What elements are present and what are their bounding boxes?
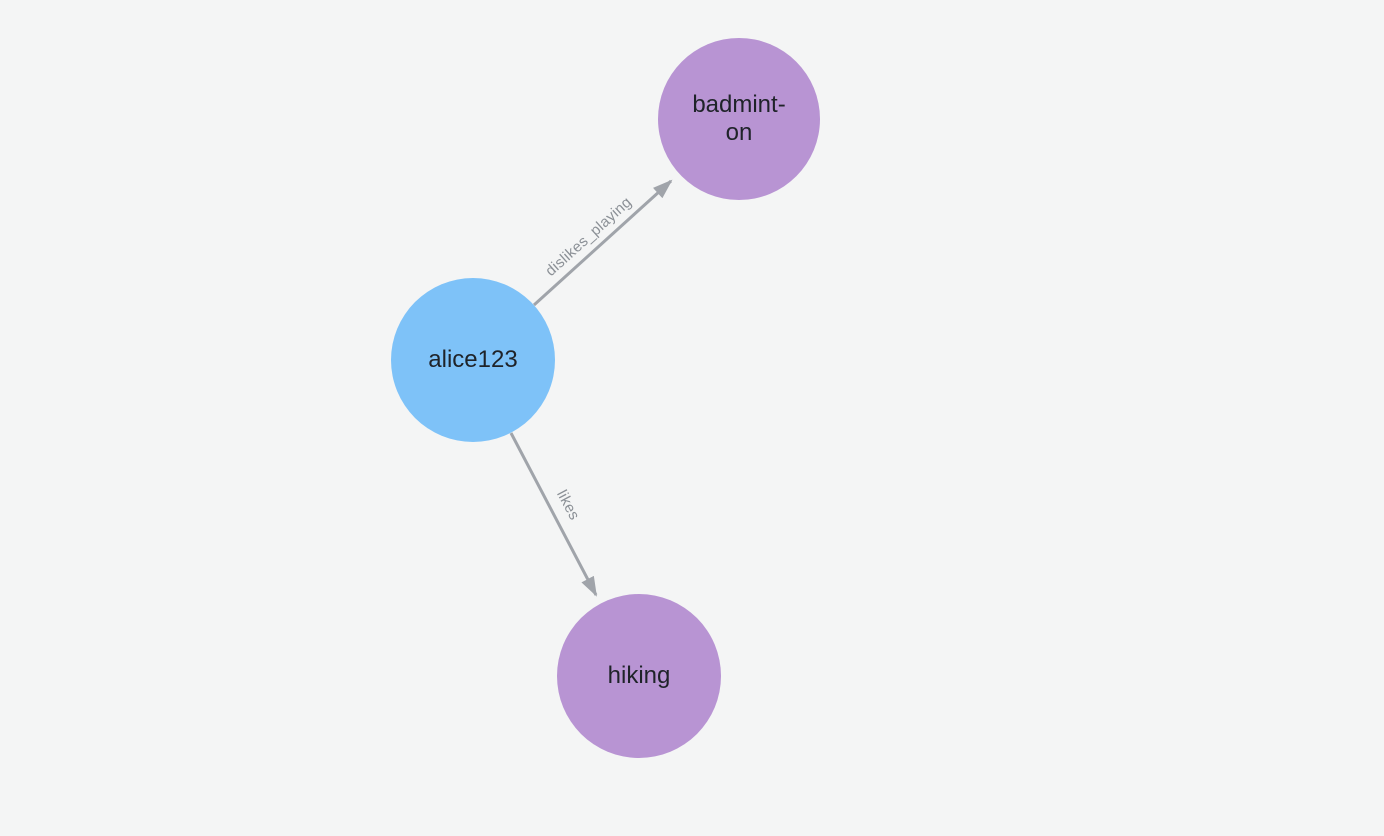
edge-line-dislikes-playing[interactable]	[532, 179, 673, 307]
node-hiking[interactable]: hiking	[557, 594, 721, 758]
node-label: hiking	[607, 661, 671, 689]
node-alice123[interactable]: alice123	[391, 278, 555, 442]
edge-label-dislikes-playing[interactable]: dislikes_playing	[542, 194, 635, 280]
edge-likes: likes	[509, 432, 598, 597]
node-badminton[interactable]: badmint- on	[658, 38, 820, 200]
edge-dislikes-playing: dislikes_playing	[532, 179, 673, 307]
node-label: alice123	[428, 345, 518, 373]
node-label: badmint- on	[692, 90, 786, 146]
edge-label-likes[interactable]: likes	[553, 487, 583, 523]
edge-line-likes[interactable]	[509, 432, 598, 597]
